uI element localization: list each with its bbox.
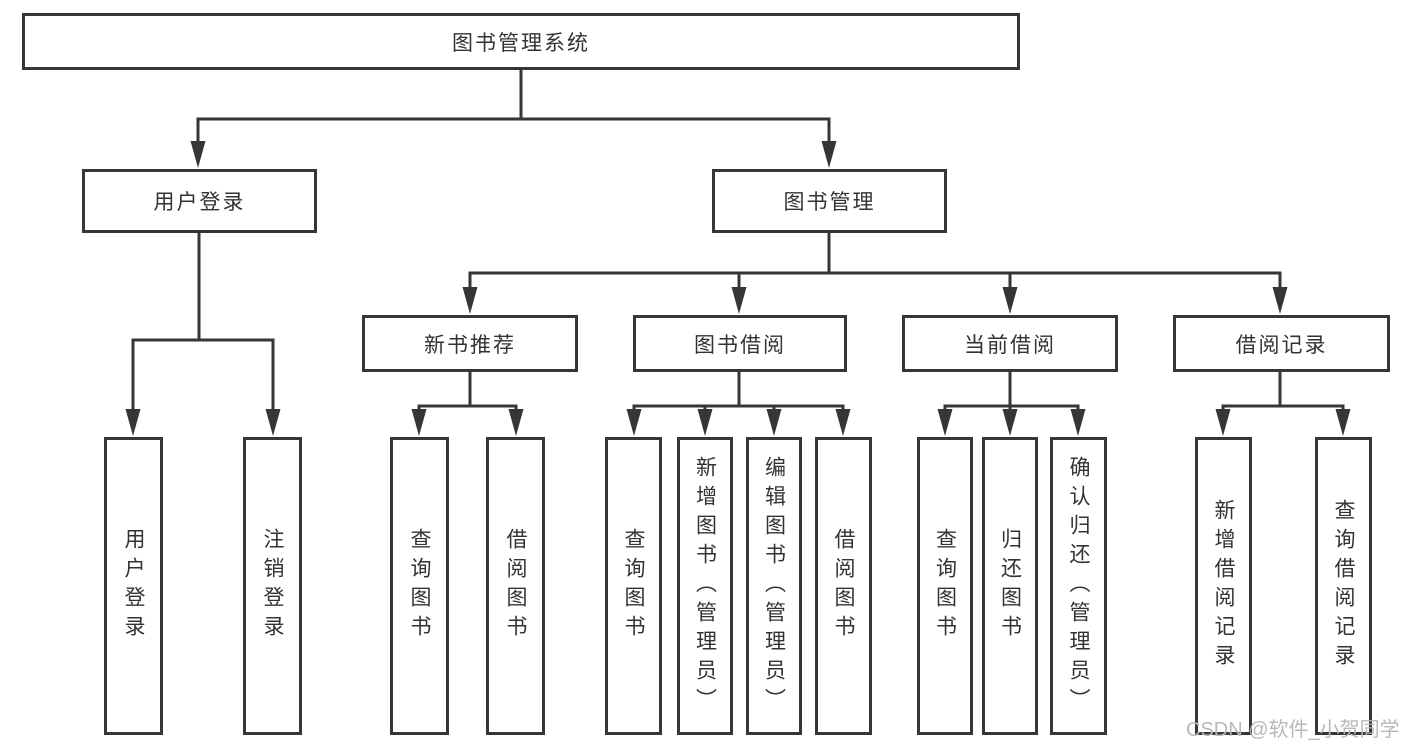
leaf-query-books-current: 查询图书 (917, 437, 973, 735)
leaf-query-books-borrowing-label: 查询图书 (622, 528, 645, 644)
node-book-borrowing: 图书借阅 (633, 315, 847, 372)
watermark: CSDN @软件_小贺同学 (1186, 719, 1400, 741)
leaf-query-books-borrowing: 查询图书 (605, 437, 662, 735)
root-label: 图书管理系统 (452, 31, 590, 55)
leaf-logout: 注销登录 (243, 437, 302, 735)
leaf-return-books: 归还图书 (982, 437, 1038, 735)
leaf-add-books-admin: 新增图书（管理员） (677, 437, 733, 735)
leaf-query-books-recommend: 查询图书 (390, 437, 449, 735)
root-box: 图书管理系统 (22, 13, 1020, 70)
leaf-query-books-recommend-label: 查询图书 (408, 528, 431, 644)
leaf-borrow-books-borrowing: 借阅图书 (815, 437, 872, 735)
leaf-borrow-books-recommend-label: 借阅图书 (504, 528, 527, 644)
node-current-borrowing: 当前借阅 (902, 315, 1118, 372)
leaf-query-borrow-record-label: 查询借阅记录 (1332, 499, 1355, 673)
node-new-book-recommendation: 新书推荐 (362, 315, 578, 372)
leaf-add-borrow-record-label: 新增借阅记录 (1212, 499, 1235, 673)
leaf-query-borrow-record: 查询借阅记录 (1315, 437, 1372, 735)
leaf-edit-books-admin: 编辑图书（管理员） (746, 437, 802, 735)
leaf-user-login-label: 用户登录 (122, 528, 145, 644)
node-current-borrowing-label: 当前借阅 (964, 333, 1056, 357)
node-book-borrowing-label: 图书借阅 (694, 333, 786, 357)
leaf-logout-label: 注销登录 (261, 528, 284, 644)
node-book-management-label: 图书管理 (783, 191, 876, 214)
leaf-confirm-return-admin-label: 确认归还（管理员） (1067, 455, 1090, 717)
leaf-borrow-books-borrowing-label: 借阅图书 (832, 528, 855, 644)
node-user-login: 用户登录 (82, 169, 317, 233)
node-borrowing-records: 借阅记录 (1173, 315, 1390, 372)
node-user-login-label: 用户登录 (153, 191, 246, 214)
leaf-return-books-label: 归还图书 (998, 528, 1022, 644)
leaf-borrow-books-recommend: 借阅图书 (486, 437, 545, 735)
leaf-add-borrow-record: 新增借阅记录 (1195, 437, 1252, 735)
leaf-confirm-return-admin: 确认归还（管理员） (1050, 437, 1107, 735)
leaf-query-books-current-label: 查询图书 (933, 528, 957, 644)
node-borrowing-records-label: 借阅记录 (1235, 333, 1328, 357)
leaf-user-login: 用户登录 (104, 437, 163, 735)
leaf-add-books-admin-label: 新增图书（管理员） (693, 455, 717, 717)
node-new-book-recommendation-label: 新书推荐 (424, 333, 516, 357)
node-book-management: 图书管理 (712, 169, 947, 233)
leaf-edit-books-admin-label: 编辑图书（管理员） (762, 455, 786, 717)
